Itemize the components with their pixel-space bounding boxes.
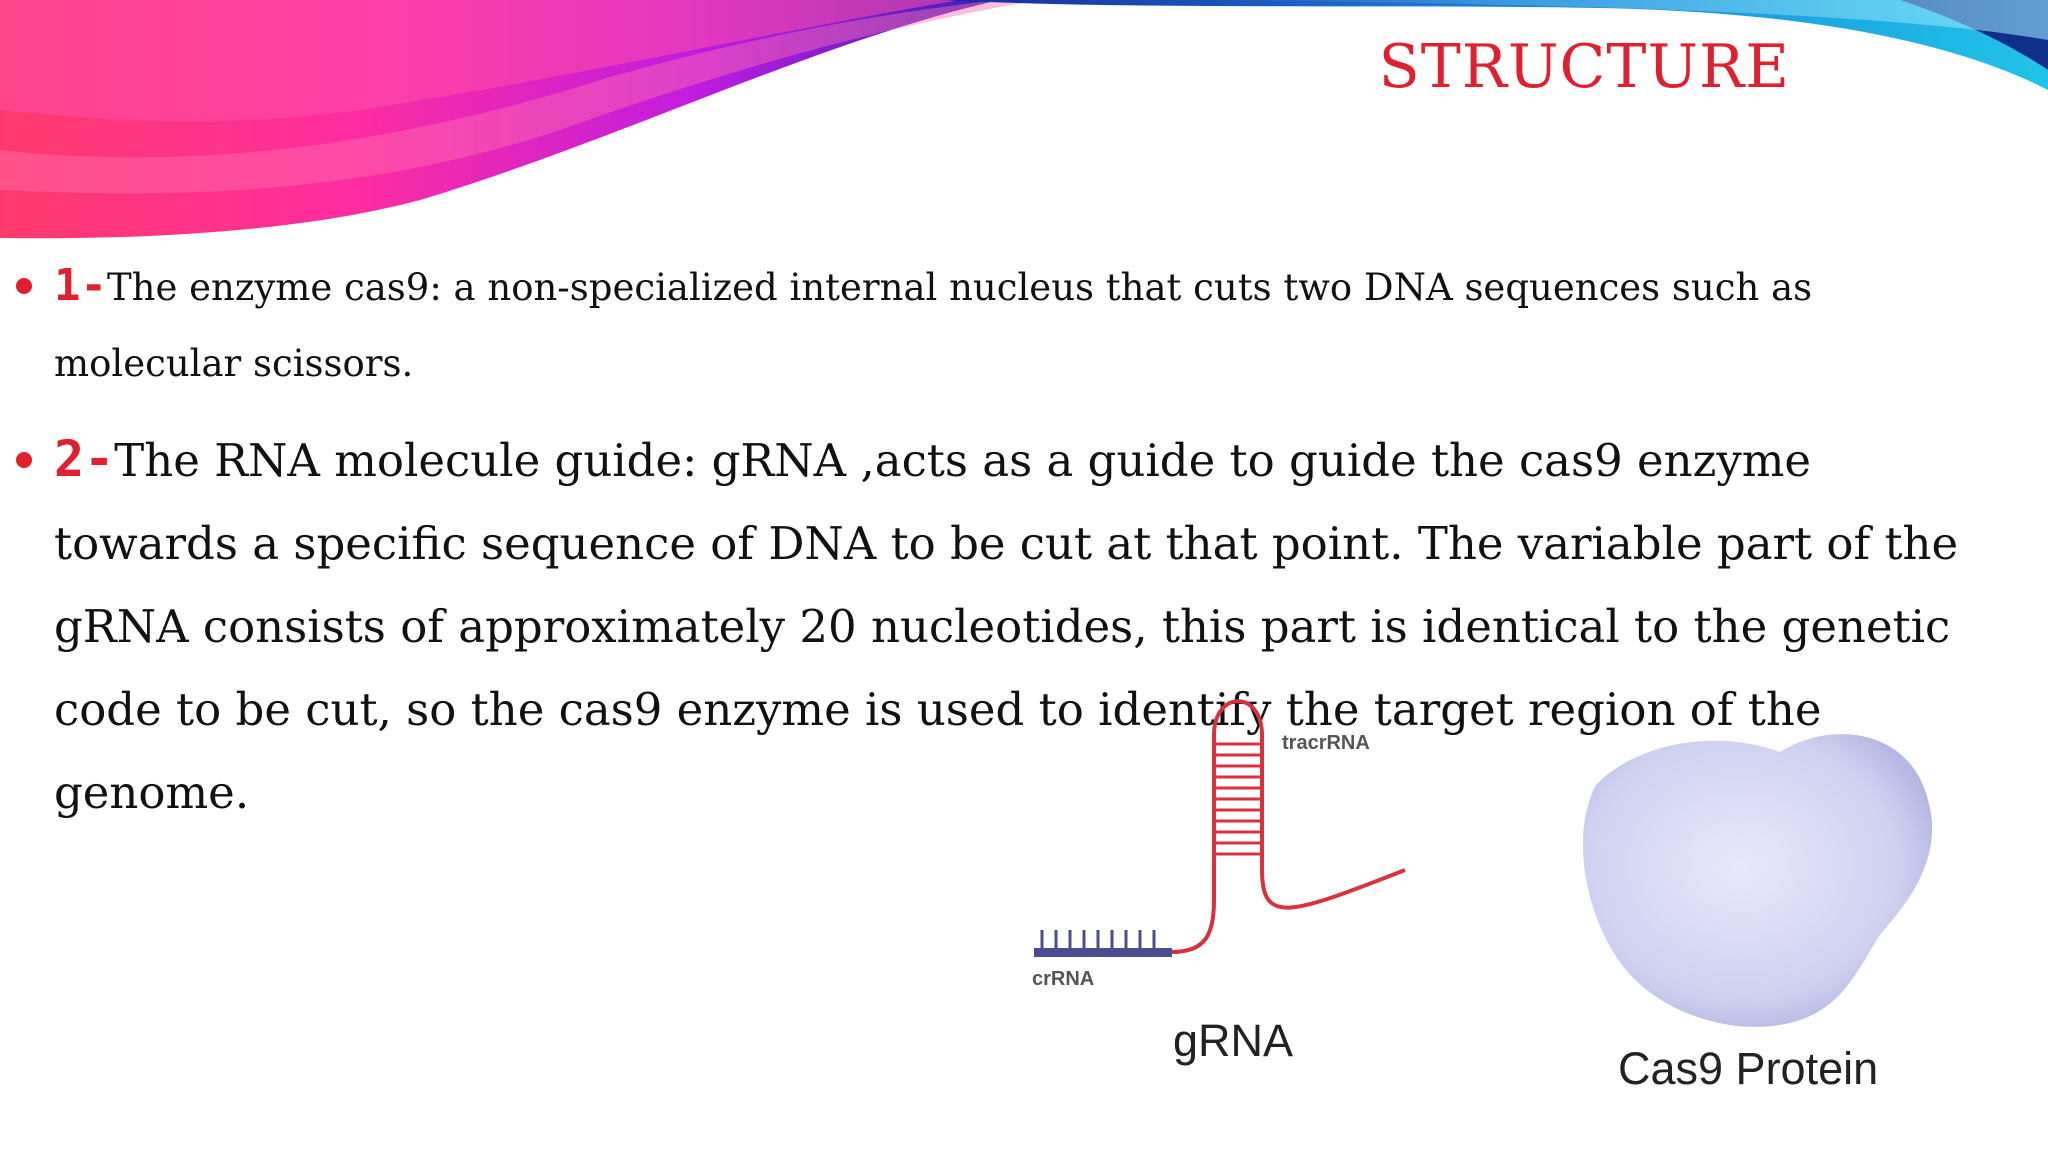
decorative-swoosh	[0, 0, 2048, 239]
crrna-label: crRNA	[1032, 968, 1095, 990]
bullet-item-2: 2-The RNA molecule guide: gRNA ,acts as …	[16, 418, 2006, 834]
bullet-text: The enzyme cas9: a non-specialized inter…	[54, 266, 1813, 385]
cas9-protein-shape	[1582, 734, 1933, 1027]
bullet-number: 1-	[54, 260, 107, 311]
bullet-text: The RNA molecule guide: gRNA ,acts as a …	[54, 434, 1959, 819]
bullet-number: 2-	[54, 430, 115, 488]
crrna-comb	[1034, 930, 1172, 957]
grna-label: gRNA	[1173, 1015, 1294, 1066]
page-title: STRUCTURE	[1378, 32, 1790, 102]
bullet-dot	[16, 452, 32, 468]
bullet-text-block: 1-The enzyme cas9: a non-specialized int…	[54, 248, 2006, 402]
bullet-text-block: 2-The RNA molecule guide: gRNA ,acts as …	[54, 418, 2006, 834]
bullet-dot	[16, 278, 32, 294]
bullet-item-1: 1-The enzyme cas9: a non-specialized int…	[16, 248, 2006, 402]
cas9-protein-label: Cas9 Protein	[1618, 1043, 1879, 1094]
tracrrna-hairpin	[1171, 699, 1406, 954]
tracrrna-label: tracrRNA	[1282, 732, 1370, 754]
